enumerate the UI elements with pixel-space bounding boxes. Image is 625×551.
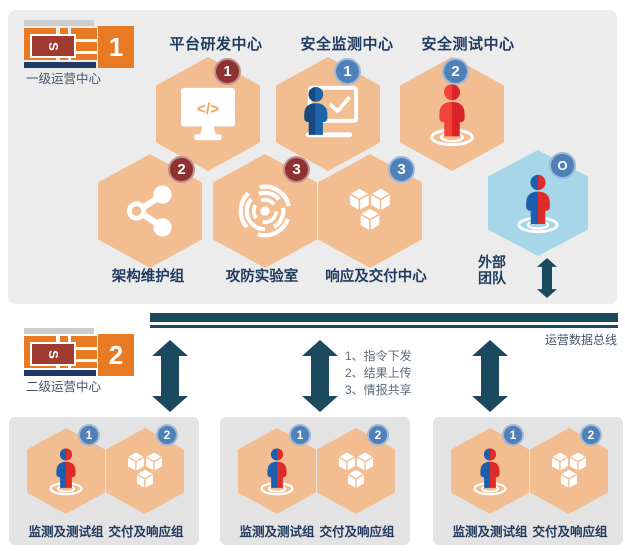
arrow-note-3: 3、情报共享 (345, 383, 412, 397)
logo-red-box: S (30, 342, 76, 366)
arrow-note-1: 1、指令下发 (345, 349, 412, 363)
code-monitor-icon: </> (180, 87, 236, 141)
badge-delivery-response-group: 2 (580, 424, 602, 446)
badge-architecture-maintenance: 2 (168, 156, 195, 183)
dual-person-target-icon (517, 174, 559, 234)
share-network-icon (126, 185, 172, 237)
level2-group-box-2: 1 2 监测及测试组 交付及响应组 (220, 417, 410, 545)
cubes-icon (348, 187, 392, 232)
badge-attack-defense-lab: 3 (283, 156, 310, 183)
label-external-team-line1: 外部 (478, 254, 506, 270)
label-monitoring-testing-group: 监测及测试组 (452, 525, 528, 539)
cubes-icon (337, 450, 375, 489)
label-delivery-response-group: 交付及响应组 (532, 525, 608, 539)
hexagon-security-monitoring (276, 57, 380, 171)
level2-group-box-1: 1 2 监测及测试组 交付及响应组 (9, 417, 199, 545)
logo-navy-bar (24, 370, 96, 376)
title-platform-dev-center: 平台研发中心 (169, 36, 263, 53)
level2-group-box-3: 1 2 监测及测试组 交付及响应组 (433, 417, 623, 545)
badge-delivery-response-group: 2 (367, 424, 389, 446)
dual-person-target-icon (473, 448, 507, 496)
logo-top-bar (24, 20, 94, 26)
external-team-arrow-icon (537, 258, 557, 298)
badge-external-team: O (549, 152, 576, 179)
level1-label: 一级运营中心 (26, 72, 102, 86)
dual-person-target-icon (260, 448, 294, 496)
badge-delivery-response-group: 2 (156, 424, 178, 446)
connector-arrow-middle-icon (302, 340, 338, 412)
person-monitor-icon (304, 85, 358, 138)
company-logo-level2: S (24, 328, 120, 378)
connector-arrow-left-icon (152, 340, 188, 412)
logo-s-glyph: S (45, 349, 61, 359)
label-attack-defense-lab: 攻防实验室 (225, 269, 299, 285)
level1-number-badge: 1 (98, 26, 134, 68)
label-monitoring-testing-group: 监测及测试组 (239, 525, 315, 539)
label-monitoring-testing-group: 监测及测试组 (28, 525, 104, 539)
logo-red-box: S (30, 34, 76, 58)
label-response-delivery: 响应及交付中心 (325, 269, 427, 285)
cubes-icon (550, 450, 588, 489)
label-architecture-maintenance: 架构维护组 (111, 269, 185, 285)
level2-number-badge: 2 (98, 334, 134, 376)
data-bus-label: 运营数据总线 (544, 333, 617, 347)
label-delivery-response-group: 交付及响应组 (319, 525, 395, 539)
level2-label: 二级运营中心 (26, 380, 102, 394)
label-delivery-response-group: 交付及响应组 (108, 525, 184, 539)
badge-response-delivery: 3 (388, 156, 415, 183)
dual-person-target-icon (49, 448, 83, 496)
label-external-team: 外部 团队 (478, 254, 506, 286)
logo-navy-bar (24, 62, 96, 68)
badge-platform-dev: 1 (214, 58, 241, 85)
radar-maze-icon (238, 184, 292, 238)
logo-s-glyph: S (45, 41, 61, 51)
badge-security-testing: 2 (442, 58, 469, 85)
badge-monitoring-testing-group: 1 (502, 424, 524, 446)
title-security-monitoring-center: 安全监测中心 (300, 36, 394, 53)
arrow-notes: 1、指令下发 2、结果上传 3、情报共享 (345, 348, 412, 399)
connector-arrow-right-icon (472, 340, 508, 412)
badge-security-monitoring: 1 (334, 58, 361, 85)
title-security-testing-center: 安全测试中心 (421, 36, 515, 53)
arrow-note-2: 2、结果上传 (345, 366, 412, 380)
data-bus-thin-line (150, 325, 618, 328)
label-external-team-line2: 团队 (478, 270, 506, 286)
badge-monitoring-testing-group: 1 (289, 424, 311, 446)
company-logo-level1: S (24, 20, 120, 70)
svg-text:</>: </> (197, 101, 219, 118)
logo-top-bar (24, 328, 94, 334)
cubes-icon (126, 450, 164, 489)
badge-monitoring-testing-group: 1 (78, 424, 100, 446)
red-person-target-icon (430, 84, 474, 147)
data-bus-thick-line (150, 313, 618, 322)
